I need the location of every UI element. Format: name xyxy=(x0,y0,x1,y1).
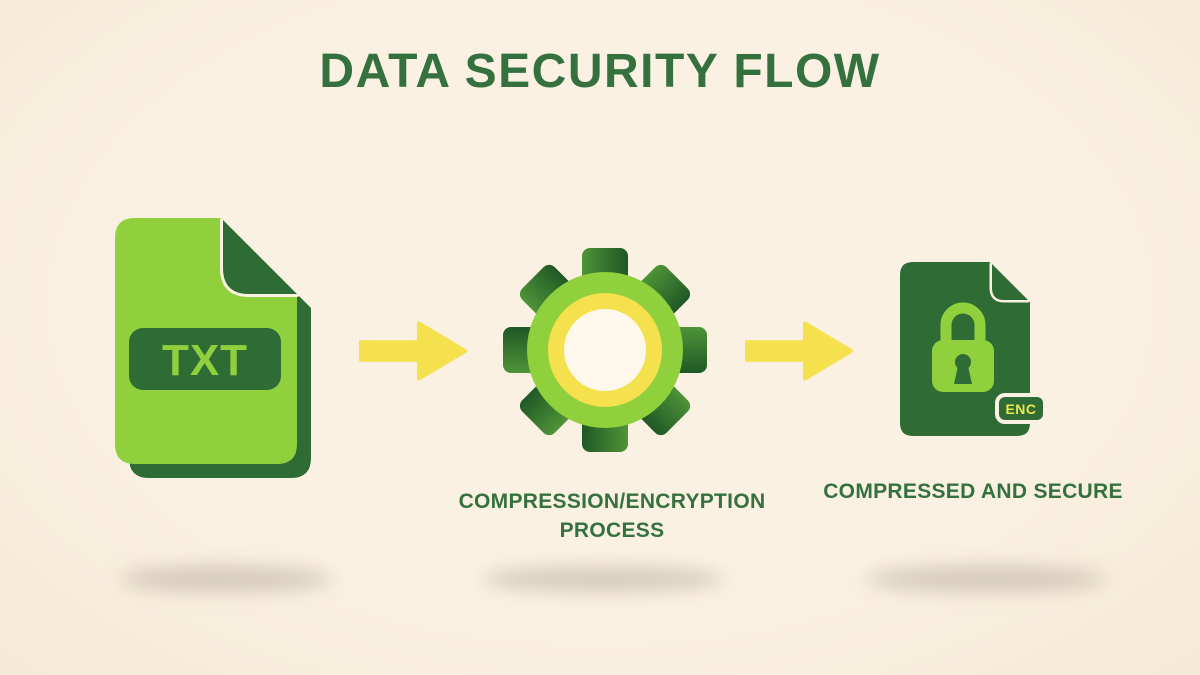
arrow-right-icon xyxy=(358,318,468,384)
locked-file-icon: ENC xyxy=(900,262,1048,440)
folded-corner-icon xyxy=(220,218,300,297)
ground-shadow xyxy=(120,566,332,592)
lock-icon xyxy=(932,302,994,392)
txt-badge-label: TXT xyxy=(162,336,248,385)
arrow-right-icon xyxy=(744,318,854,384)
ground-shadow xyxy=(482,566,724,592)
process-caption: COMPRESSION/ENCRYPTION PROCESS xyxy=(412,487,812,545)
locked-file-graphic: ENC xyxy=(900,262,1047,436)
txt-badge xyxy=(129,328,281,390)
enc-badge-label: ENC xyxy=(1005,401,1036,417)
gear-icon xyxy=(495,240,715,460)
process-caption-line1: COMPRESSION/ENCRYPTION xyxy=(458,490,766,513)
folded-corner-icon xyxy=(989,262,1031,303)
enc-badge xyxy=(995,393,1047,424)
page-title: DATA SECURITY FLOW xyxy=(319,45,881,98)
gear-hub xyxy=(564,309,646,391)
result-caption: COMPRESSED AND SECURE xyxy=(823,480,1123,503)
ground-shadow xyxy=(866,566,1106,592)
process-caption-line2: PROCESS xyxy=(559,519,665,542)
txt-file-icon: TXT xyxy=(115,218,311,480)
txt-file-graphic: TXT xyxy=(115,218,311,478)
